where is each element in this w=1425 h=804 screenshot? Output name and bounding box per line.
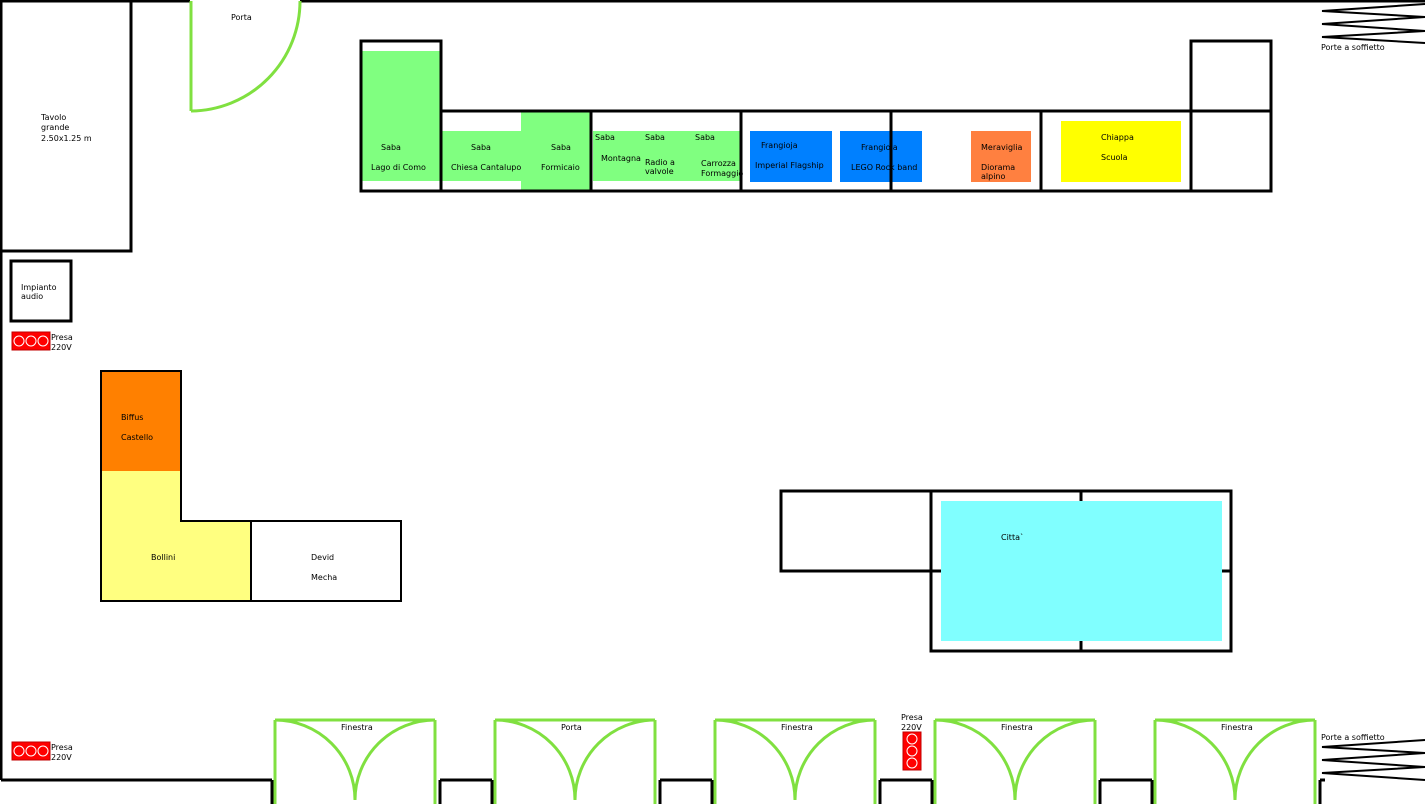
frangioja-1-title: Imperial Flagship <box>755 161 824 170</box>
window-2-icon <box>713 718 877 804</box>
saba-3-title: Formicaio <box>541 163 580 172</box>
outlet-bottom-middle-label-1: Presa <box>901 713 923 722</box>
citta-name: Citta` <box>1001 532 1024 542</box>
saba-6-title-1: Carrozza <box>701 159 736 168</box>
audio-system-label-2: audio <box>21 292 43 301</box>
outlet-bottom-middle-label-2: 220V <box>901 723 922 732</box>
big-table <box>0 0 133 253</box>
exhibit-saba-chiesa-cantalupo <box>441 131 521 181</box>
saba-4-title: Montagna <box>601 154 641 163</box>
frangioja-1-name: Frangioja <box>761 141 798 150</box>
window-2-label: Finestra <box>781 723 813 732</box>
exhibit-saba-montagna-radio-carrozza <box>593 131 741 181</box>
frangioja-2-name: Frangioja <box>861 143 898 152</box>
bottom-door-label: Porta <box>561 723 582 732</box>
outlet-left-bottom-label-2: 220V <box>51 753 72 762</box>
top-tables <box>359 39 1273 193</box>
bollini-name: Bollini <box>151 553 175 562</box>
outlet-bottom-middle-icon <box>902 731 922 771</box>
outlet-left-top-label-1: Presa <box>51 333 73 342</box>
window-4-icon <box>1153 718 1317 804</box>
chiappa-title: Scuola <box>1101 153 1128 162</box>
exhibit-biffus-castello <box>101 371 181 471</box>
outlet-left-bottom-icon <box>11 741 51 761</box>
saba-1-name: Saba <box>381 143 401 152</box>
devid-name: Devid <box>311 553 334 562</box>
top-door-label: Porta <box>231 13 252 22</box>
saba-2-name: Saba <box>471 143 491 152</box>
folding-door-bottom-icon <box>1321 739 1425 781</box>
exhibit-frangioja-imperial-flagship <box>750 131 832 182</box>
window-3-icon <box>933 718 1097 804</box>
saba-5-title-1: Radio a <box>645 158 675 167</box>
folding-door-top-icon <box>1321 3 1425 44</box>
outlet-left-top-label-2: 220V <box>51 343 72 352</box>
saba-5-name: Saba <box>645 133 665 142</box>
big-table-label-3: 2.50x1.25 m <box>41 134 92 143</box>
window-4-label: Finestra <box>1221 723 1253 732</box>
outlet-left-top-icon <box>11 331 51 351</box>
saba-5-title-2: valvole <box>645 167 674 176</box>
meraviglia-title-2: alpino <box>981 172 1005 181</box>
exhibit-citta <box>941 501 1222 641</box>
saba-2-title: Chiesa Cantalupo <box>451 163 521 172</box>
folding-door-bottom-label: Porte a soffietto <box>1321 733 1385 742</box>
outer-walls <box>0 0 1425 782</box>
big-table-label-2: grande <box>41 123 69 132</box>
frangioja-2-title: LEGO Rock band <box>851 163 917 172</box>
exhibit-frangioja-lego-rock-band <box>840 131 922 182</box>
outlet-left-bottom-label-1: Presa <box>51 743 73 752</box>
exhibit-chiappa-scuola <box>1061 121 1181 182</box>
saba-6-name: Saba <box>695 133 715 142</box>
folding-door-top-label: Porte a soffietto <box>1321 43 1385 52</box>
top-door <box>189 0 302 113</box>
meraviglia-name: Meraviglia <box>981 143 1022 152</box>
audio-system-label-1: Impianto <box>21 283 57 292</box>
bottom-door-icon <box>493 718 657 804</box>
biffus-title: Castello <box>121 433 153 442</box>
saba-6-title-2: Formaggio <box>701 169 743 178</box>
saba-4-name: Saba <box>595 133 615 142</box>
chiappa-name: Chiappa <box>1101 133 1134 142</box>
saba-1-title: Lago di Como <box>371 163 426 172</box>
devid-title: Mecha <box>311 573 337 582</box>
window-3-label: Finestra <box>1001 723 1033 732</box>
audio-system <box>9 259 73 323</box>
big-table-label-1: Tavolo <box>40 113 66 122</box>
saba-3-name: Saba <box>551 143 571 152</box>
exhibit-saba-lago-di-como <box>361 51 441 181</box>
window-1-label: Finestra <box>341 723 373 732</box>
opening-jambs <box>270 780 1322 804</box>
window-1-icon <box>273 718 437 804</box>
left-tables <box>100 370 402 602</box>
exhibit-meraviglia-diorama-alpino <box>971 131 1031 182</box>
exhibit-bollini <box>101 471 251 601</box>
meraviglia-title-1: Diorama <box>981 163 1015 172</box>
exhibit-saba-formicaio <box>521 111 591 191</box>
biffus-name: Biffus <box>121 413 143 422</box>
